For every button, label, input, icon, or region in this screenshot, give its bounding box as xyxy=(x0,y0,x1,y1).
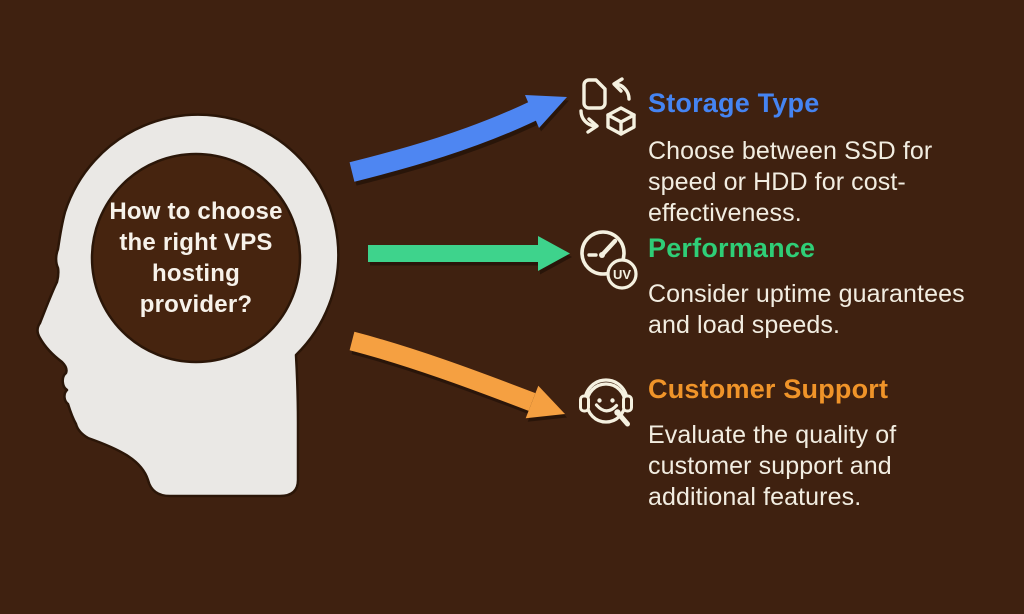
section-title-storage: Storage Type xyxy=(648,88,820,118)
storage-arrow xyxy=(349,95,567,182)
speedometer-icon: UV xyxy=(580,230,638,290)
performance-arrow xyxy=(368,236,570,271)
central-question: How to choose the right VPS hosting prov… xyxy=(109,198,283,318)
support-arrow xyxy=(349,331,565,419)
section-body-support: Evaluate the quality of customer support… xyxy=(648,421,897,511)
section-body-storage: Choose between SSD for speed or HDD for … xyxy=(648,137,933,227)
headset-agent-icon xyxy=(579,378,633,427)
section-title-performance: Performance xyxy=(648,233,816,263)
section-title-support: Customer Support xyxy=(648,374,889,404)
gauge-badge-text: UV xyxy=(613,267,631,282)
head-circle-panel xyxy=(90,152,302,364)
section-body-performance: Consider uptime guarantees and load spee… xyxy=(648,280,965,339)
data-transfer-icon xyxy=(579,77,636,136)
